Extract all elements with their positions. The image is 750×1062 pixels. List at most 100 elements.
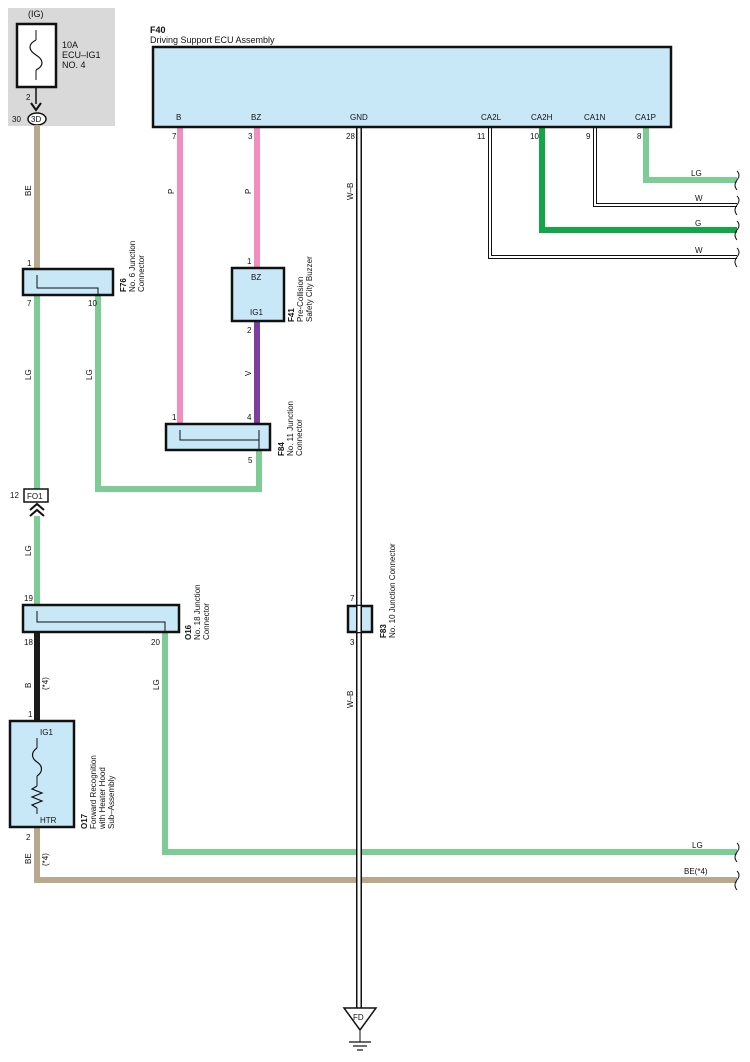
fuse-name-line2: NO. 4 bbox=[62, 60, 86, 70]
o16-label: O16 No. 18 Junction Connector bbox=[184, 584, 211, 640]
wire-ca2l-outer bbox=[488, 127, 737, 259]
ecu-terminal-gnd: GND bbox=[350, 113, 368, 122]
ecu-pin-b: 7 bbox=[172, 132, 177, 141]
connector-arrow-icon bbox=[30, 102, 42, 112]
o17-code: O17 bbox=[80, 813, 89, 829]
f41-box bbox=[230, 266, 286, 323]
ecu-pin-ca2l: 11 bbox=[477, 132, 486, 141]
ecu-code: F40 bbox=[150, 25, 166, 35]
junction-f83: 7 3 F83 No. 10 Junction Connector bbox=[346, 543, 397, 647]
o16-box bbox=[21, 603, 181, 634]
label-be-bottom: BE bbox=[24, 853, 33, 864]
o17-box bbox=[8, 719, 76, 829]
f41-name-line2: Safety City Buzzer bbox=[305, 256, 314, 322]
fo1-pin: 12 bbox=[10, 491, 19, 500]
f41-terminal-top: BZ bbox=[251, 273, 261, 282]
fuse-block: (IG) 10A ECU–IG1 NO. 4 2 30 3D bbox=[8, 8, 115, 126]
ecu-pin-ca1n: 9 bbox=[586, 132, 591, 141]
label-be-bottom-note: (*4) bbox=[41, 853, 50, 866]
f84-pin-right: 4 bbox=[247, 413, 252, 422]
f76-pin-left: 7 bbox=[27, 299, 32, 308]
o17-pin-bottom: 2 bbox=[26, 833, 31, 842]
f41-code: F41 bbox=[287, 308, 296, 322]
f76-pin-right: 10 bbox=[88, 299, 97, 308]
f41-terminal-bottom: IG1 bbox=[250, 308, 263, 317]
fuse-rating: 10A bbox=[62, 40, 78, 50]
break-mark-ca2l bbox=[734, 247, 740, 268]
o17-pin-top: 1 bbox=[28, 710, 33, 719]
wire-be-bottom bbox=[34, 828, 737, 883]
f41-pin-bottom: 2 bbox=[247, 326, 252, 335]
ecu-pin-ca1p: 8 bbox=[637, 132, 642, 141]
ecu-terminal-ca2l: CA2L bbox=[481, 113, 502, 122]
label-lg-fo1: LG bbox=[24, 545, 33, 556]
wire-label-ca1n: W bbox=[695, 194, 703, 203]
wire-label-ca2l: W bbox=[695, 246, 703, 255]
f83-name: No. 10 Junction Connector bbox=[388, 543, 397, 638]
f84-code: F84 bbox=[277, 442, 286, 456]
break-mark-lg-out bbox=[734, 842, 740, 863]
o17-fuse-icon bbox=[31, 747, 43, 777]
ecu-terminal-ca1p: CA1P bbox=[635, 113, 656, 122]
f76-box bbox=[21, 267, 115, 297]
label-wb-top: W–B bbox=[346, 183, 355, 200]
fuse-pin: 2 bbox=[26, 93, 31, 102]
ecu-terminal-b: B bbox=[176, 113, 181, 122]
ecu-terminal-ca1n: CA1N bbox=[584, 113, 606, 122]
label-p-bz: P bbox=[244, 189, 253, 194]
f76-name-line1: No. 6 Junction bbox=[128, 241, 137, 292]
o16-pin-top: 19 bbox=[24, 594, 33, 603]
junction-o16: 19 18 20 O16 No. 18 Junction Connector bbox=[21, 584, 211, 647]
f84-pin-left: 1 bbox=[172, 413, 177, 422]
junction-f76: 1 7 10 F76 No. 6 Junction Connector bbox=[21, 241, 146, 308]
o17-terminal-bottom: HTR bbox=[40, 816, 57, 825]
fuse-connector-pin: 30 bbox=[12, 115, 21, 124]
f83-pin-bottom: 3 bbox=[350, 638, 355, 647]
o16-pin-left: 18 bbox=[24, 638, 33, 647]
ecu-box bbox=[151, 45, 673, 129]
f41-name-line1: Pre-Collision bbox=[296, 277, 305, 322]
wire-ca2l-core bbox=[489, 127, 737, 258]
label-lg-f76-left: LG bbox=[24, 369, 33, 380]
wire-ca1n-outer bbox=[593, 127, 737, 207]
f41-label: F41 Pre-Collision Safety City Buzzer bbox=[287, 256, 314, 322]
f84-pin-bottom: 5 bbox=[248, 456, 253, 465]
ground-fd: FD bbox=[342, 1007, 378, 1051]
wire-lg-o16-right bbox=[162, 632, 737, 855]
break-mark-be-out bbox=[734, 870, 740, 891]
o16-pin-right: 20 bbox=[151, 638, 160, 647]
label-lg-out: LG bbox=[692, 841, 703, 850]
f41-pin-top: 1 bbox=[247, 257, 252, 266]
o16-name-line2: Connector bbox=[202, 603, 211, 640]
label-v: V bbox=[244, 370, 253, 376]
label-be-out: BE(*4) bbox=[684, 867, 708, 876]
fo1-id: FO1 bbox=[27, 492, 43, 501]
f76-pin-top: 1 bbox=[27, 259, 32, 268]
f76-name-line2: Connector bbox=[137, 255, 146, 292]
wire-break-marks bbox=[734, 170, 740, 891]
label-be-top: BE bbox=[24, 185, 33, 196]
ecu-f40: F40 Driving Support ECU Assembly B BZ GN… bbox=[150, 25, 673, 141]
break-mark-ca2h bbox=[734, 220, 740, 241]
ecu-terminal-ca2h: CA2H bbox=[531, 113, 553, 122]
o17-name-line2: with Heater Hood bbox=[98, 767, 107, 830]
wire-ca2h bbox=[539, 127, 737, 233]
ecu-pin-gnd: 28 bbox=[346, 132, 355, 141]
ecu-terminal-bz: BZ bbox=[251, 113, 261, 122]
f76-code: F76 bbox=[119, 278, 128, 292]
break-mark-ca1p bbox=[734, 170, 740, 191]
wire-label-ca2h: G bbox=[695, 219, 701, 228]
f83-pin-top: 7 bbox=[350, 594, 355, 603]
fo1-box bbox=[23, 488, 49, 503]
o17-name-line3: Sub–Assembly bbox=[107, 776, 116, 829]
label-p-b: P bbox=[167, 189, 176, 194]
fuse-connector-id: 3D bbox=[31, 115, 41, 124]
f84-box bbox=[164, 422, 272, 452]
o16-name-line1: No. 18 Junction bbox=[193, 584, 202, 640]
wire-lg-f76-right bbox=[95, 296, 262, 492]
break-mark-ca1n bbox=[734, 195, 740, 216]
label-wb-bottom: W–B bbox=[346, 691, 355, 708]
f84-internal-bus bbox=[179, 430, 260, 441]
f84-name-line1: No. 11 Junction bbox=[286, 401, 295, 456]
label-b-o17: B bbox=[24, 683, 33, 688]
